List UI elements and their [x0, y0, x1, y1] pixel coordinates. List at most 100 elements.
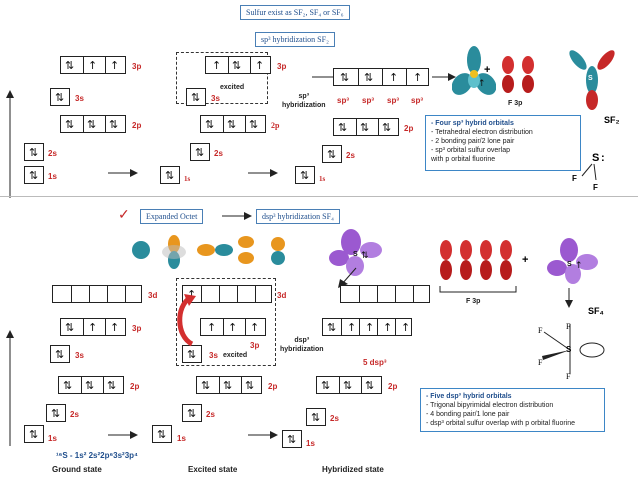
expanded-octet-tag: Expanded Octet: [140, 209, 204, 224]
top-ground-1s-box: ⇅: [24, 166, 44, 184]
bottom-excited-note: excited: [223, 352, 248, 359]
f-3p-orbital-icon: [502, 56, 534, 93]
arrow-right-2: [248, 169, 278, 177]
bottom-ground-2s-box: ⇅: [46, 404, 66, 422]
f3p-bracket: [439, 286, 517, 293]
top-excited-2p-box: ⇅⇅⇅: [200, 115, 266, 133]
bottom-dsp3-orbital-icon: S ↑: [547, 238, 598, 284]
arrow-down-sf4: [565, 288, 573, 308]
top-excited-2s-label: 2s: [214, 149, 223, 158]
dsp3-hybridization-tag: dsp³ hybridization SF₄: [256, 209, 340, 224]
bottom-f3p-label: F 3p: [466, 298, 481, 305]
dsp3-info-line-4: - dsp³ orbital sulfur overlap with p orb…: [426, 420, 576, 427]
top-excited-note: excited: [220, 84, 245, 91]
top-hybrid-2p-box: ⇅⇅⇅: [333, 118, 399, 136]
sf2-molecule-icon: S: [569, 50, 615, 110]
top-hybridization-label: sp³ hybridization: [282, 93, 326, 109]
top-hybrid-orb2: sp³: [362, 96, 374, 105]
sf4-f-bottom: F: [566, 372, 571, 381]
bottom-ground-3d-label: 3d: [148, 291, 158, 300]
top-excited-3s-label: 3s: [211, 94, 220, 103]
top-ground-3p-label: 3p: [132, 62, 142, 71]
svg-text:S: S: [567, 261, 572, 268]
section-divider: [0, 196, 638, 197]
energy-arrow-bottom: [6, 330, 14, 446]
bottom-hybrid-orb-label: 5 dsp³: [363, 358, 387, 367]
top-excited-3s-box: ⇅: [186, 88, 206, 106]
top-ground-2p-label: 2p: [132, 121, 142, 130]
lewis-bonds: [581, 163, 597, 181]
footer-excited-state: Excited state: [188, 465, 238, 474]
bottom-hybrid-2s-label: 2s: [330, 414, 339, 423]
sp3-info-line-4: - sp³ orbital sulfur overlap: [431, 147, 510, 154]
top-excited-2p-label: 2p: [271, 121, 280, 130]
bottom-ground-3s-box: ⇅: [50, 345, 70, 363]
svg-text:↑: ↑: [575, 261, 583, 271]
bottom-ground-2p-box: ⇅⇅⇅: [58, 376, 124, 394]
plus-icon-bottom: +: [522, 254, 529, 266]
bottom-ground-1s-label: 1s: [48, 434, 57, 443]
top-excited-2s-box: ⇅: [190, 143, 210, 161]
lewis-s: S: [592, 152, 600, 164]
top-ground-2p-box: ⇅⇅⇅: [60, 115, 126, 133]
sp3-info-line-2: - Tetrahedral electron distribution: [431, 129, 533, 136]
arrow-right-expanded: [222, 212, 252, 220]
d-orbitals-icon: [132, 235, 285, 269]
dsp3-info-line-2: - Trigonal bipyrimidal electron distribu…: [426, 402, 554, 409]
top-excited-1s-box: ⇅: [160, 166, 180, 184]
bottom-excited-1s-box: ⇅: [152, 425, 172, 443]
svg-text:↑: ↑: [478, 79, 486, 89]
arrow-right-orbital: [432, 73, 456, 81]
top-ground-3s-label: 3s: [75, 94, 84, 103]
bottom-excited-2s-box: ⇅: [182, 404, 202, 422]
top-ground-3p-box: ⇅↑↑: [60, 56, 126, 74]
bottom-excited-3s-label: 3s: [209, 351, 218, 360]
electron-config: ¹⁶S - 1s² 2s²2p⁶3s²3p⁴: [56, 451, 139, 460]
sp3-orbital-icon: ↑: [452, 46, 496, 95]
bottom-hybrid-2p-box: ⇅⇅⇅: [316, 376, 382, 394]
bottom-ground-2p-label: 2p: [130, 382, 140, 391]
bottom-ground-3s-label: 3s: [75, 351, 84, 360]
bottom-hybrid-3d-box: [340, 285, 430, 303]
top-ground-2s-box: ⇅: [24, 143, 44, 161]
top-ground-2s-label: 2s: [48, 149, 57, 158]
dsp3-info-box: - Five dsp³ hybrid orbitals - Trigonal b…: [420, 388, 605, 432]
footer-hybridized-state: Hybridized state: [322, 465, 384, 474]
bottom-excited-3p-box: ↑↑↑: [200, 318, 266, 336]
top-hybrid-1s-label: 1s: [319, 175, 326, 183]
arrow-right-1: [108, 169, 138, 177]
title-banner: Sulfur exist as SF₂, SF₄ or SF₆: [240, 5, 350, 20]
promotion-arrow: [177, 294, 196, 347]
top-excited-3p-box: ↑⇅↑: [205, 56, 271, 74]
dsp3-orbital-icon: S ⇅: [329, 229, 382, 276]
plus-icon-top: +: [484, 64, 491, 76]
sp3-hybridization-tag: sp³ hybridization SF₂: [255, 32, 335, 47]
bottom-ground-1s-box: ⇅: [24, 425, 44, 443]
top-hybrid-orb4: sp³: [411, 96, 423, 105]
bottom-ground-3p-box: ⇅↑↑: [60, 318, 126, 336]
top-hybrid-1s-box: ⇅: [295, 166, 315, 184]
footer-ground-state: Ground state: [52, 465, 102, 474]
top-ground-1s-label: 1s: [48, 172, 57, 181]
bottom-excited-2p-box: ⇅⇅⇅: [196, 376, 262, 394]
top-hybrid-orb1: sp³: [337, 96, 349, 105]
top-hybrid-orb3: sp³: [387, 96, 399, 105]
energy-arrow-top: [6, 90, 14, 198]
dsp3-info-line-3: - 4 bonding pair/1 lone pair: [426, 411, 510, 418]
bottom-hybrid-1s-label: 1s: [306, 439, 315, 448]
top-excited-1s-label: 1s: [184, 175, 191, 183]
top-hybrid-2p-label: 2p: [404, 124, 414, 133]
bottom-excited-3p-label: 3p: [250, 341, 260, 350]
svg-text:S: S: [353, 251, 358, 258]
sf4-f-left: F: [538, 326, 543, 335]
bottom-excited-3d-label: 3d: [277, 291, 287, 300]
check-icon: ✓: [118, 206, 130, 222]
lewis-f2: F: [593, 183, 598, 192]
arrow-right-3: [108, 431, 138, 439]
top-hybrid-2s-label: 2s: [346, 151, 355, 160]
sf4-label: SF₄: [588, 306, 604, 316]
dsp3-info-line-1: - Five dsp³ hybrid orbitals: [426, 393, 512, 400]
arrow-right-4: [248, 431, 278, 439]
bottom-hybrid-2s-box: ⇅: [306, 408, 326, 426]
sf4-s: S: [566, 345, 572, 354]
